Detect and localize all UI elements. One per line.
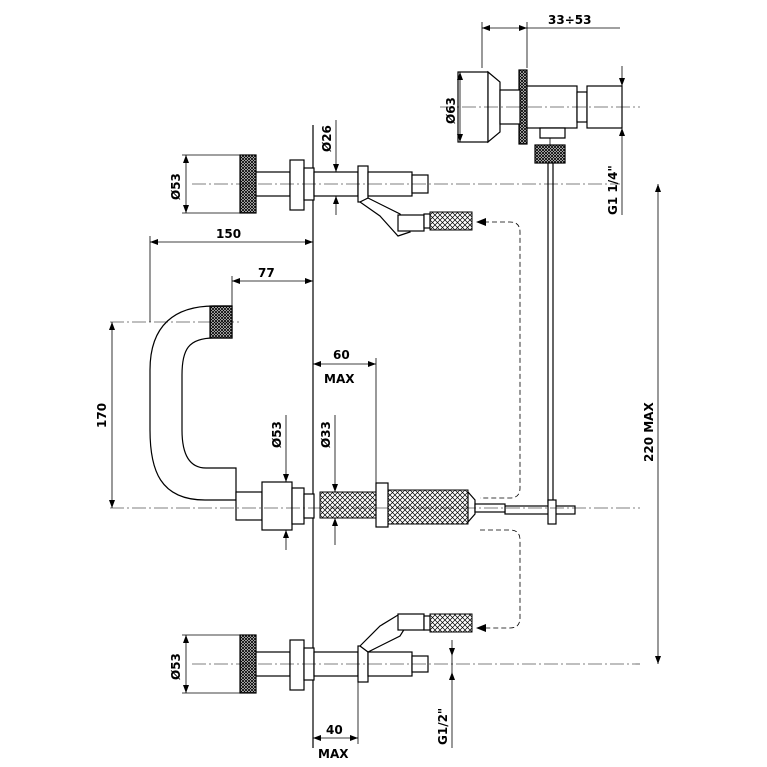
dim-body-diameter: Ø53 bbox=[270, 421, 284, 448]
hose-routes bbox=[476, 218, 521, 632]
dim-handle-lower-diameter: Ø53 bbox=[169, 653, 183, 680]
flush-valve bbox=[457, 69, 623, 525]
dim-max-depth-40-value: 40 bbox=[326, 723, 343, 737]
dimension-lines bbox=[109, 22, 661, 748]
dim-flush-diameter: Ø63 bbox=[444, 97, 458, 124]
dim-wall-plate: 33÷53 bbox=[548, 13, 591, 27]
dim-flush-height: 220 MAX bbox=[642, 402, 656, 462]
spout-body bbox=[149, 305, 506, 531]
dim-spout-reach: 150 bbox=[216, 227, 241, 241]
dim-thread-inlet: G1/2" bbox=[436, 708, 450, 745]
dim-max-depth-40-label: MAX bbox=[318, 747, 349, 761]
upper-valve bbox=[239, 154, 473, 237]
lower-valve bbox=[239, 613, 473, 694]
dim-spout-offset: 77 bbox=[258, 266, 275, 280]
dim-max-depth-60-value: 60 bbox=[333, 348, 350, 362]
dim-stem-diameter-upper: Ø26 bbox=[320, 125, 334, 152]
dim-handle-upper-diameter: Ø53 bbox=[169, 173, 183, 200]
dim-body-stem-diameter: Ø33 bbox=[319, 421, 333, 448]
dim-thread-flush: G1 1/4" bbox=[606, 165, 620, 215]
dim-spout-height: 170 bbox=[95, 403, 109, 428]
dim-max-depth-60-label: MAX bbox=[324, 372, 355, 386]
center-lines bbox=[110, 106, 640, 665]
